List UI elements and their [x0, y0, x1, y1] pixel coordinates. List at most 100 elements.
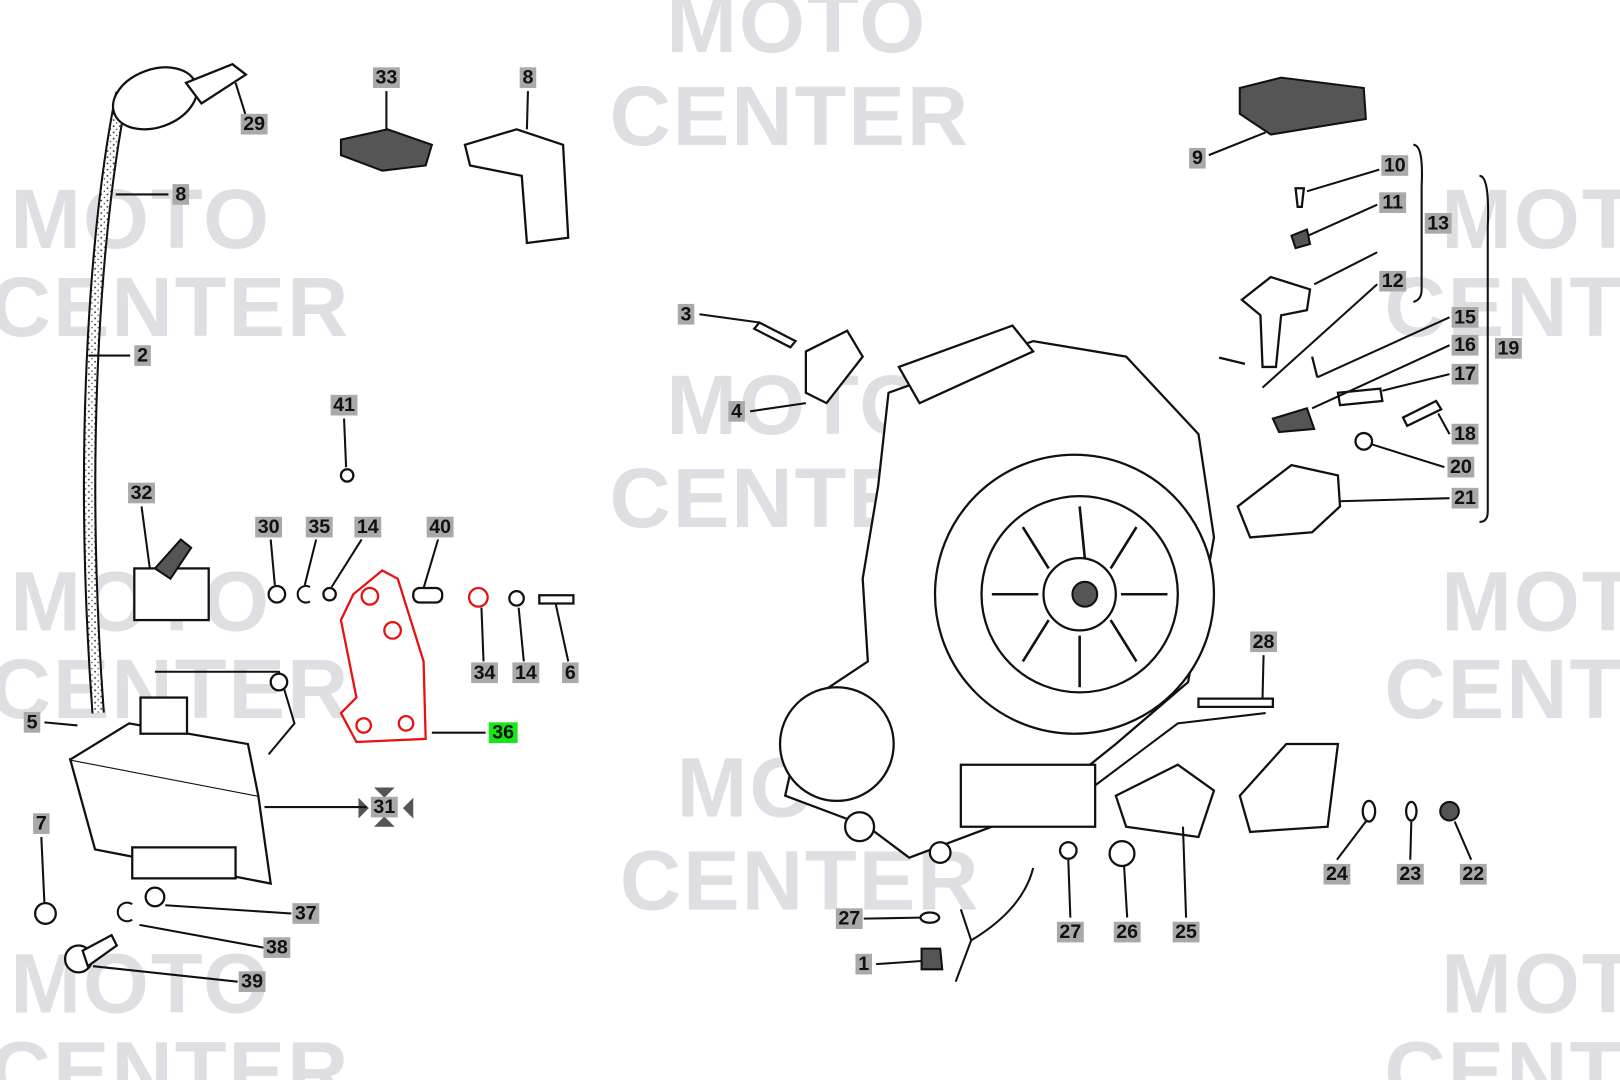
- label-14[interactable]: 14: [512, 662, 540, 684]
- label-4[interactable]: 4: [728, 400, 745, 422]
- svg-text:34: 34: [474, 662, 496, 684]
- label-8[interactable]: 8: [172, 183, 190, 205]
- svg-text:21: 21: [1454, 487, 1476, 509]
- svg-text:15: 15: [1454, 306, 1476, 328]
- label-25[interactable]: 25: [1172, 921, 1200, 943]
- label-11[interactable]: 11: [1379, 192, 1407, 214]
- cap-8[interactable]: [463, 128, 570, 245]
- connector-32[interactable]: [133, 538, 210, 622]
- flywheel-casing[interactable]: [778, 324, 1216, 864]
- label-17[interactable]: 17: [1451, 363, 1479, 385]
- svg-text:4: 4: [731, 400, 742, 422]
- svg-text:19: 19: [1497, 337, 1519, 359]
- svg-text:32: 32: [131, 482, 153, 504]
- label-8[interactable]: 8: [519, 67, 537, 89]
- label-36-selected[interactable]: 36: [488, 722, 518, 744]
- label-19[interactable]: 19: [1494, 337, 1522, 359]
- part-labels: 33 8 29 8 2 41 32 30 35 14 40 34 14 6 36…: [23, 67, 1522, 993]
- svg-text:33: 33: [375, 67, 397, 89]
- svg-text:30: 30: [258, 516, 280, 538]
- svg-text:MOTO: MOTO: [10, 936, 271, 1031]
- label-41[interactable]: 41: [330, 394, 358, 416]
- label-28[interactable]: 28: [1250, 631, 1277, 653]
- label-18[interactable]: 18: [1451, 423, 1479, 445]
- label-13[interactable]: 13: [1424, 212, 1452, 234]
- svg-text:CENTER: CENTER: [1384, 1023, 1620, 1080]
- svg-text:41: 41: [333, 394, 355, 416]
- label-15[interactable]: 15: [1451, 306, 1479, 328]
- ht-cable[interactable]: [82, 56, 248, 714]
- label-39[interactable]: 39: [238, 971, 266, 993]
- svg-text:8: 8: [175, 183, 186, 205]
- label-9[interactable]: 9: [1189, 147, 1206, 169]
- label-34[interactable]: 34: [471, 662, 498, 684]
- label-24[interactable]: 24: [1323, 863, 1351, 885]
- svg-text:7: 7: [36, 813, 47, 835]
- label-27[interactable]: 27: [835, 908, 863, 930]
- label-37[interactable]: 37: [292, 902, 320, 924]
- label-21[interactable]: 21: [1451, 487, 1479, 509]
- svg-text:13: 13: [1427, 212, 1449, 234]
- label-7[interactable]: 7: [33, 813, 50, 835]
- label-30[interactable]: 30: [255, 516, 283, 538]
- svg-text:1: 1: [858, 953, 869, 975]
- small-parts-right[interactable]: [752, 76, 1460, 971]
- svg-text:CENTER: CENTER: [610, 68, 971, 163]
- label-23[interactable]: 23: [1396, 863, 1424, 885]
- svg-text:3: 3: [681, 303, 692, 325]
- label-38[interactable]: 38: [263, 937, 291, 959]
- label-33[interactable]: 33: [372, 67, 400, 89]
- svg-text:10: 10: [1384, 154, 1406, 176]
- braces: [1413, 143, 1490, 523]
- svg-text:CENTER: CENTER: [1384, 641, 1620, 736]
- svg-text:17: 17: [1454, 363, 1476, 385]
- svg-text:24: 24: [1326, 863, 1348, 885]
- label-27[interactable]: 27: [1056, 921, 1084, 943]
- label-6[interactable]: 6: [562, 662, 579, 684]
- label-1[interactable]: 1: [855, 953, 872, 975]
- svg-text:9: 9: [1192, 147, 1203, 169]
- label-3[interactable]: 3: [677, 303, 695, 325]
- label-32[interactable]: 32: [128, 482, 155, 504]
- label-20[interactable]: 20: [1447, 456, 1475, 478]
- svg-text:MOTO: MOTO: [1441, 171, 1620, 266]
- cap-33[interactable]: [339, 128, 434, 172]
- label-22[interactable]: 22: [1459, 863, 1487, 885]
- plate-36-highlighted[interactable]: [339, 569, 427, 744]
- svg-text:16: 16: [1454, 334, 1476, 356]
- label-5[interactable]: 5: [23, 711, 41, 733]
- svg-text:28: 28: [1253, 631, 1275, 653]
- svg-text:40: 40: [429, 516, 451, 538]
- ignition-coil[interactable]: [68, 670, 296, 885]
- small-parts-left[interactable]: [33, 468, 575, 974]
- svg-text:CENTER: CENTER: [0, 259, 350, 354]
- svg-text:35: 35: [308, 516, 330, 538]
- svg-text:29: 29: [243, 113, 265, 135]
- label-16[interactable]: 16: [1451, 334, 1479, 356]
- svg-text:MOTO: MOTO: [1441, 553, 1620, 648]
- label-40[interactable]: 40: [426, 516, 454, 538]
- label-26[interactable]: 26: [1113, 921, 1141, 943]
- label-2[interactable]: 2: [134, 345, 151, 367]
- label-29[interactable]: 29: [240, 113, 268, 135]
- leader-lines: [40, 82, 1473, 983]
- svg-text:2: 2: [137, 345, 148, 367]
- label-10[interactable]: 10: [1381, 154, 1409, 176]
- svg-text:38: 38: [266, 937, 288, 959]
- svg-text:5: 5: [27, 711, 38, 733]
- label-12[interactable]: 12: [1379, 270, 1407, 292]
- svg-text:12: 12: [1382, 270, 1404, 292]
- svg-text:MOTO: MOTO: [1441, 936, 1620, 1031]
- label-14[interactable]: 14: [354, 516, 382, 538]
- svg-text:27: 27: [838, 908, 860, 930]
- svg-text:MOTO: MOTO: [666, 0, 927, 70]
- svg-text:8: 8: [522, 67, 533, 89]
- svg-text:37: 37: [295, 902, 317, 924]
- svg-text:27: 27: [1059, 921, 1081, 943]
- label-31[interactable]: 31: [370, 796, 398, 818]
- svg-text:14: 14: [515, 662, 537, 684]
- svg-text:11: 11: [1382, 192, 1403, 214]
- svg-text:26: 26: [1116, 921, 1138, 943]
- label-35[interactable]: 35: [305, 516, 333, 538]
- svg-text:6: 6: [565, 662, 576, 684]
